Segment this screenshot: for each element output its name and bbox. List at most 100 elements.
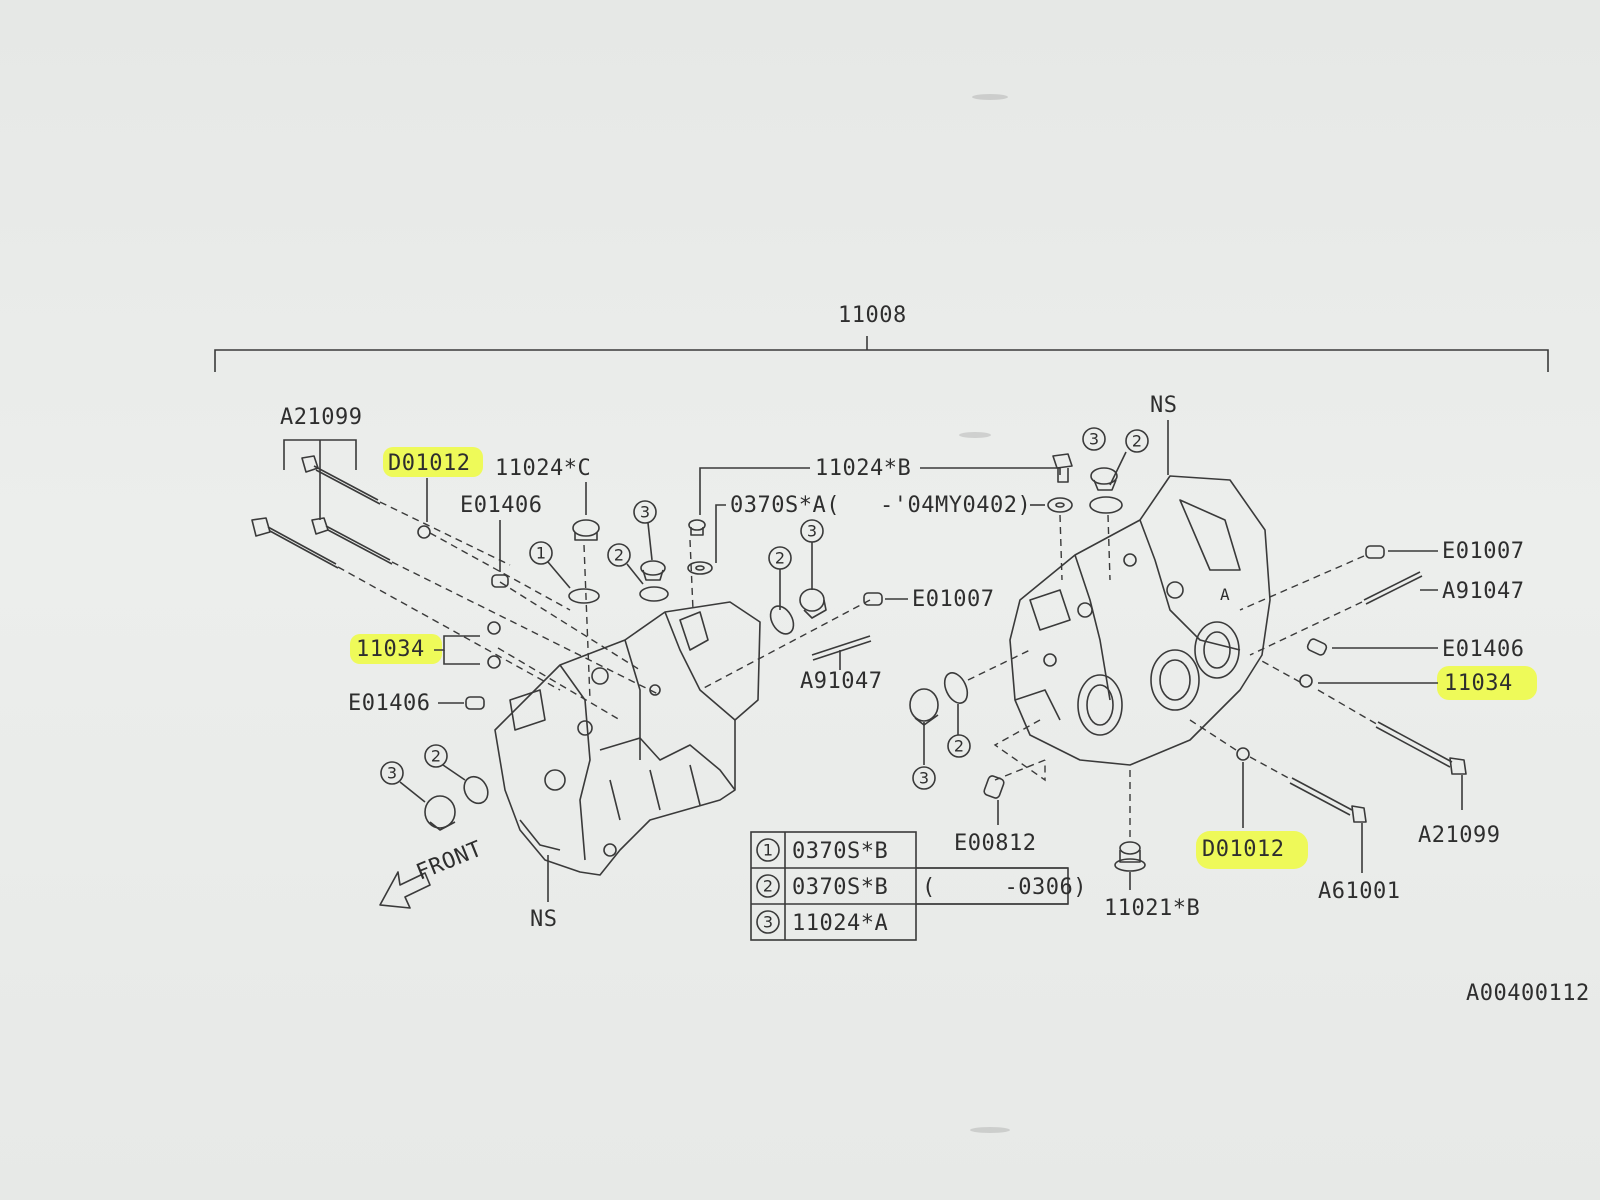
label-front: FRONT <box>413 837 486 886</box>
legend-note: ( -0306) <box>922 875 1087 900</box>
label-0370sa: 0370S*A( <box>730 493 840 518</box>
plug-icon <box>424 795 456 831</box>
label-a21099-right: A21099 <box>1418 823 1500 848</box>
dowel-icon <box>863 592 883 606</box>
leader-line <box>547 561 571 589</box>
stud-icon <box>811 635 872 661</box>
o-ring-icon <box>463 775 489 805</box>
leader-line <box>399 781 426 803</box>
washer-icon <box>1055 502 1065 508</box>
leader-line <box>626 563 644 585</box>
legend-part: 11024*A <box>792 911 888 936</box>
label-11024b: 11024*B <box>815 456 911 481</box>
plug-11024c <box>572 519 600 541</box>
plug-icon <box>1090 467 1118 491</box>
highlight-mark <box>1437 666 1537 700</box>
label-a91047-right: A91047 <box>1442 579 1524 604</box>
bolt-a21099 <box>301 455 381 505</box>
callout-1-icon <box>756 838 780 862</box>
callout-3-icon <box>756 910 780 934</box>
o-ring-icon <box>769 605 795 635</box>
washer-icon <box>1236 747 1250 761</box>
bolt-a21099 <box>251 517 339 569</box>
dowel-icon <box>491 574 509 588</box>
leader-line <box>443 650 480 665</box>
highlight-mark <box>383 447 483 477</box>
stud-icon <box>1363 571 1423 605</box>
bolt-a61001 <box>1289 777 1367 823</box>
callout-number: 1 <box>536 544 546 563</box>
washer-icon <box>1047 497 1073 513</box>
assembly-line <box>967 649 1031 681</box>
washer-icon <box>417 525 431 539</box>
plug-icon <box>799 588 827 619</box>
legend-number: 1 <box>763 841 773 860</box>
paper-smudge <box>970 1127 1010 1133</box>
assembly-line <box>583 544 591 701</box>
dowel-icon <box>983 775 1005 799</box>
label-11024c: 11024*C <box>495 456 591 481</box>
o-ring-icon <box>568 588 600 604</box>
leader-line <box>442 764 466 781</box>
label-ns-bottom: NS <box>530 907 558 932</box>
callout-2-icon <box>1125 429 1149 453</box>
o-ring-icon <box>1089 496 1123 514</box>
assembly-line <box>1189 719 1237 751</box>
assembly-line <box>499 581 641 671</box>
callout-2-icon <box>947 734 971 758</box>
leader-line <box>1109 451 1127 486</box>
plug-11024b <box>688 519 706 536</box>
callout-1-icon <box>529 541 553 565</box>
assembly-line <box>429 532 571 611</box>
legend-table: 1 0370S*B 2 0370S*B ( -0306) 3 11024*A <box>750 831 1087 941</box>
label-ns-top: NS <box>1150 393 1178 418</box>
callout-number: 3 <box>640 503 650 522</box>
callout-number: 3 <box>1089 430 1099 449</box>
label-d01012-left: D01012 <box>388 451 470 476</box>
dowel-icon <box>1365 545 1385 559</box>
label-e01007-mid: E01007 <box>912 587 994 612</box>
assembly-line <box>1249 756 1293 781</box>
figure-number: A00400112 <box>1466 981 1590 1006</box>
legend-row-3: 3 11024*A <box>756 910 888 936</box>
assembly-bracket <box>214 349 1549 372</box>
label-11034-left: 11034 <box>356 637 425 662</box>
left-case-half <box>494 601 761 876</box>
legend-row-2: 2 0370S*B ( -0306) <box>756 874 1087 900</box>
paper-smudge <box>959 432 991 438</box>
o-ring-icon <box>639 586 669 602</box>
assembly-number: 11008 <box>838 303 907 328</box>
callout-number: 3 <box>387 764 397 783</box>
assembly-line <box>689 539 694 611</box>
callout-2-icon <box>756 874 780 898</box>
legend-part: 0370S*B <box>792 875 888 900</box>
label-11021b: 11021*B <box>1104 896 1200 921</box>
leader-line <box>647 522 653 561</box>
dowel-icon <box>1306 638 1328 656</box>
o-ring-icon <box>943 672 969 704</box>
callout-3-icon <box>380 761 404 785</box>
leader-line <box>699 467 810 515</box>
callout-3-icon <box>1082 427 1106 451</box>
assembly-line <box>379 501 511 566</box>
plug-11024b-right <box>1052 453 1073 483</box>
paper-smudge <box>972 94 1008 100</box>
label-e01007-right: E01007 <box>1442 539 1524 564</box>
front-arrow-icon <box>379 871 431 909</box>
label-e00812: E00812 <box>954 831 1036 856</box>
legend-number: 3 <box>763 913 773 932</box>
assembly-line <box>1059 514 1063 581</box>
label-e01406-top: E01406 <box>460 493 542 518</box>
assembly-line <box>1259 659 1301 683</box>
callout-number: 3 <box>919 769 929 788</box>
washer-icon <box>487 655 501 669</box>
bolt-a21099-right <box>1375 721 1467 775</box>
assembly-line <box>1249 601 1363 656</box>
callout-number: 2 <box>954 737 964 756</box>
assembly-line <box>337 566 561 691</box>
case-mark-a: A <box>1220 585 1230 604</box>
callout-number: 2 <box>614 546 624 565</box>
plug-icon <box>640 560 666 581</box>
